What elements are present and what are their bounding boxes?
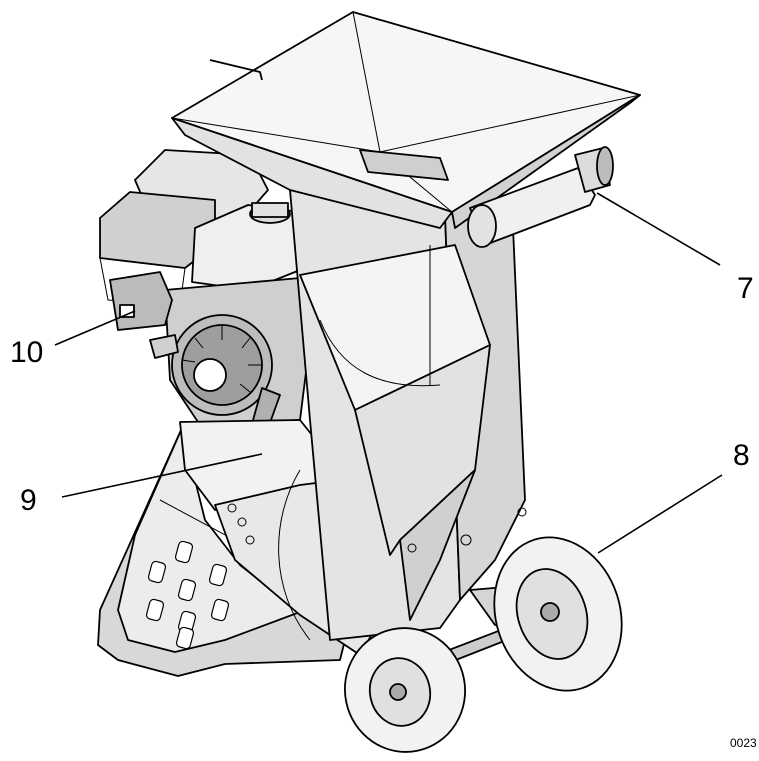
- callout-8: 8: [733, 439, 750, 472]
- leader-8: [597, 474, 723, 554]
- base-frame: [97, 427, 346, 677]
- recoil-starter: [171, 314, 273, 416]
- leader-9: [61, 453, 263, 498]
- front-wheel: [344, 627, 466, 753]
- figure-id: 0023: [730, 736, 757, 750]
- callout-9: 9: [20, 484, 37, 517]
- frame-perforations: [145, 540, 230, 650]
- callout-10: 10: [10, 336, 43, 369]
- rear-wheel: [493, 536, 623, 692]
- engine: [99, 149, 311, 426]
- chute-tower: [289, 189, 527, 641]
- leader-10: [54, 310, 136, 346]
- discharge-tube: [467, 146, 614, 248]
- leader-7: [596, 192, 721, 266]
- callout-7: 7: [737, 272, 754, 305]
- leader-lines: [54, 192, 723, 554]
- top-hopper: [171, 11, 641, 229]
